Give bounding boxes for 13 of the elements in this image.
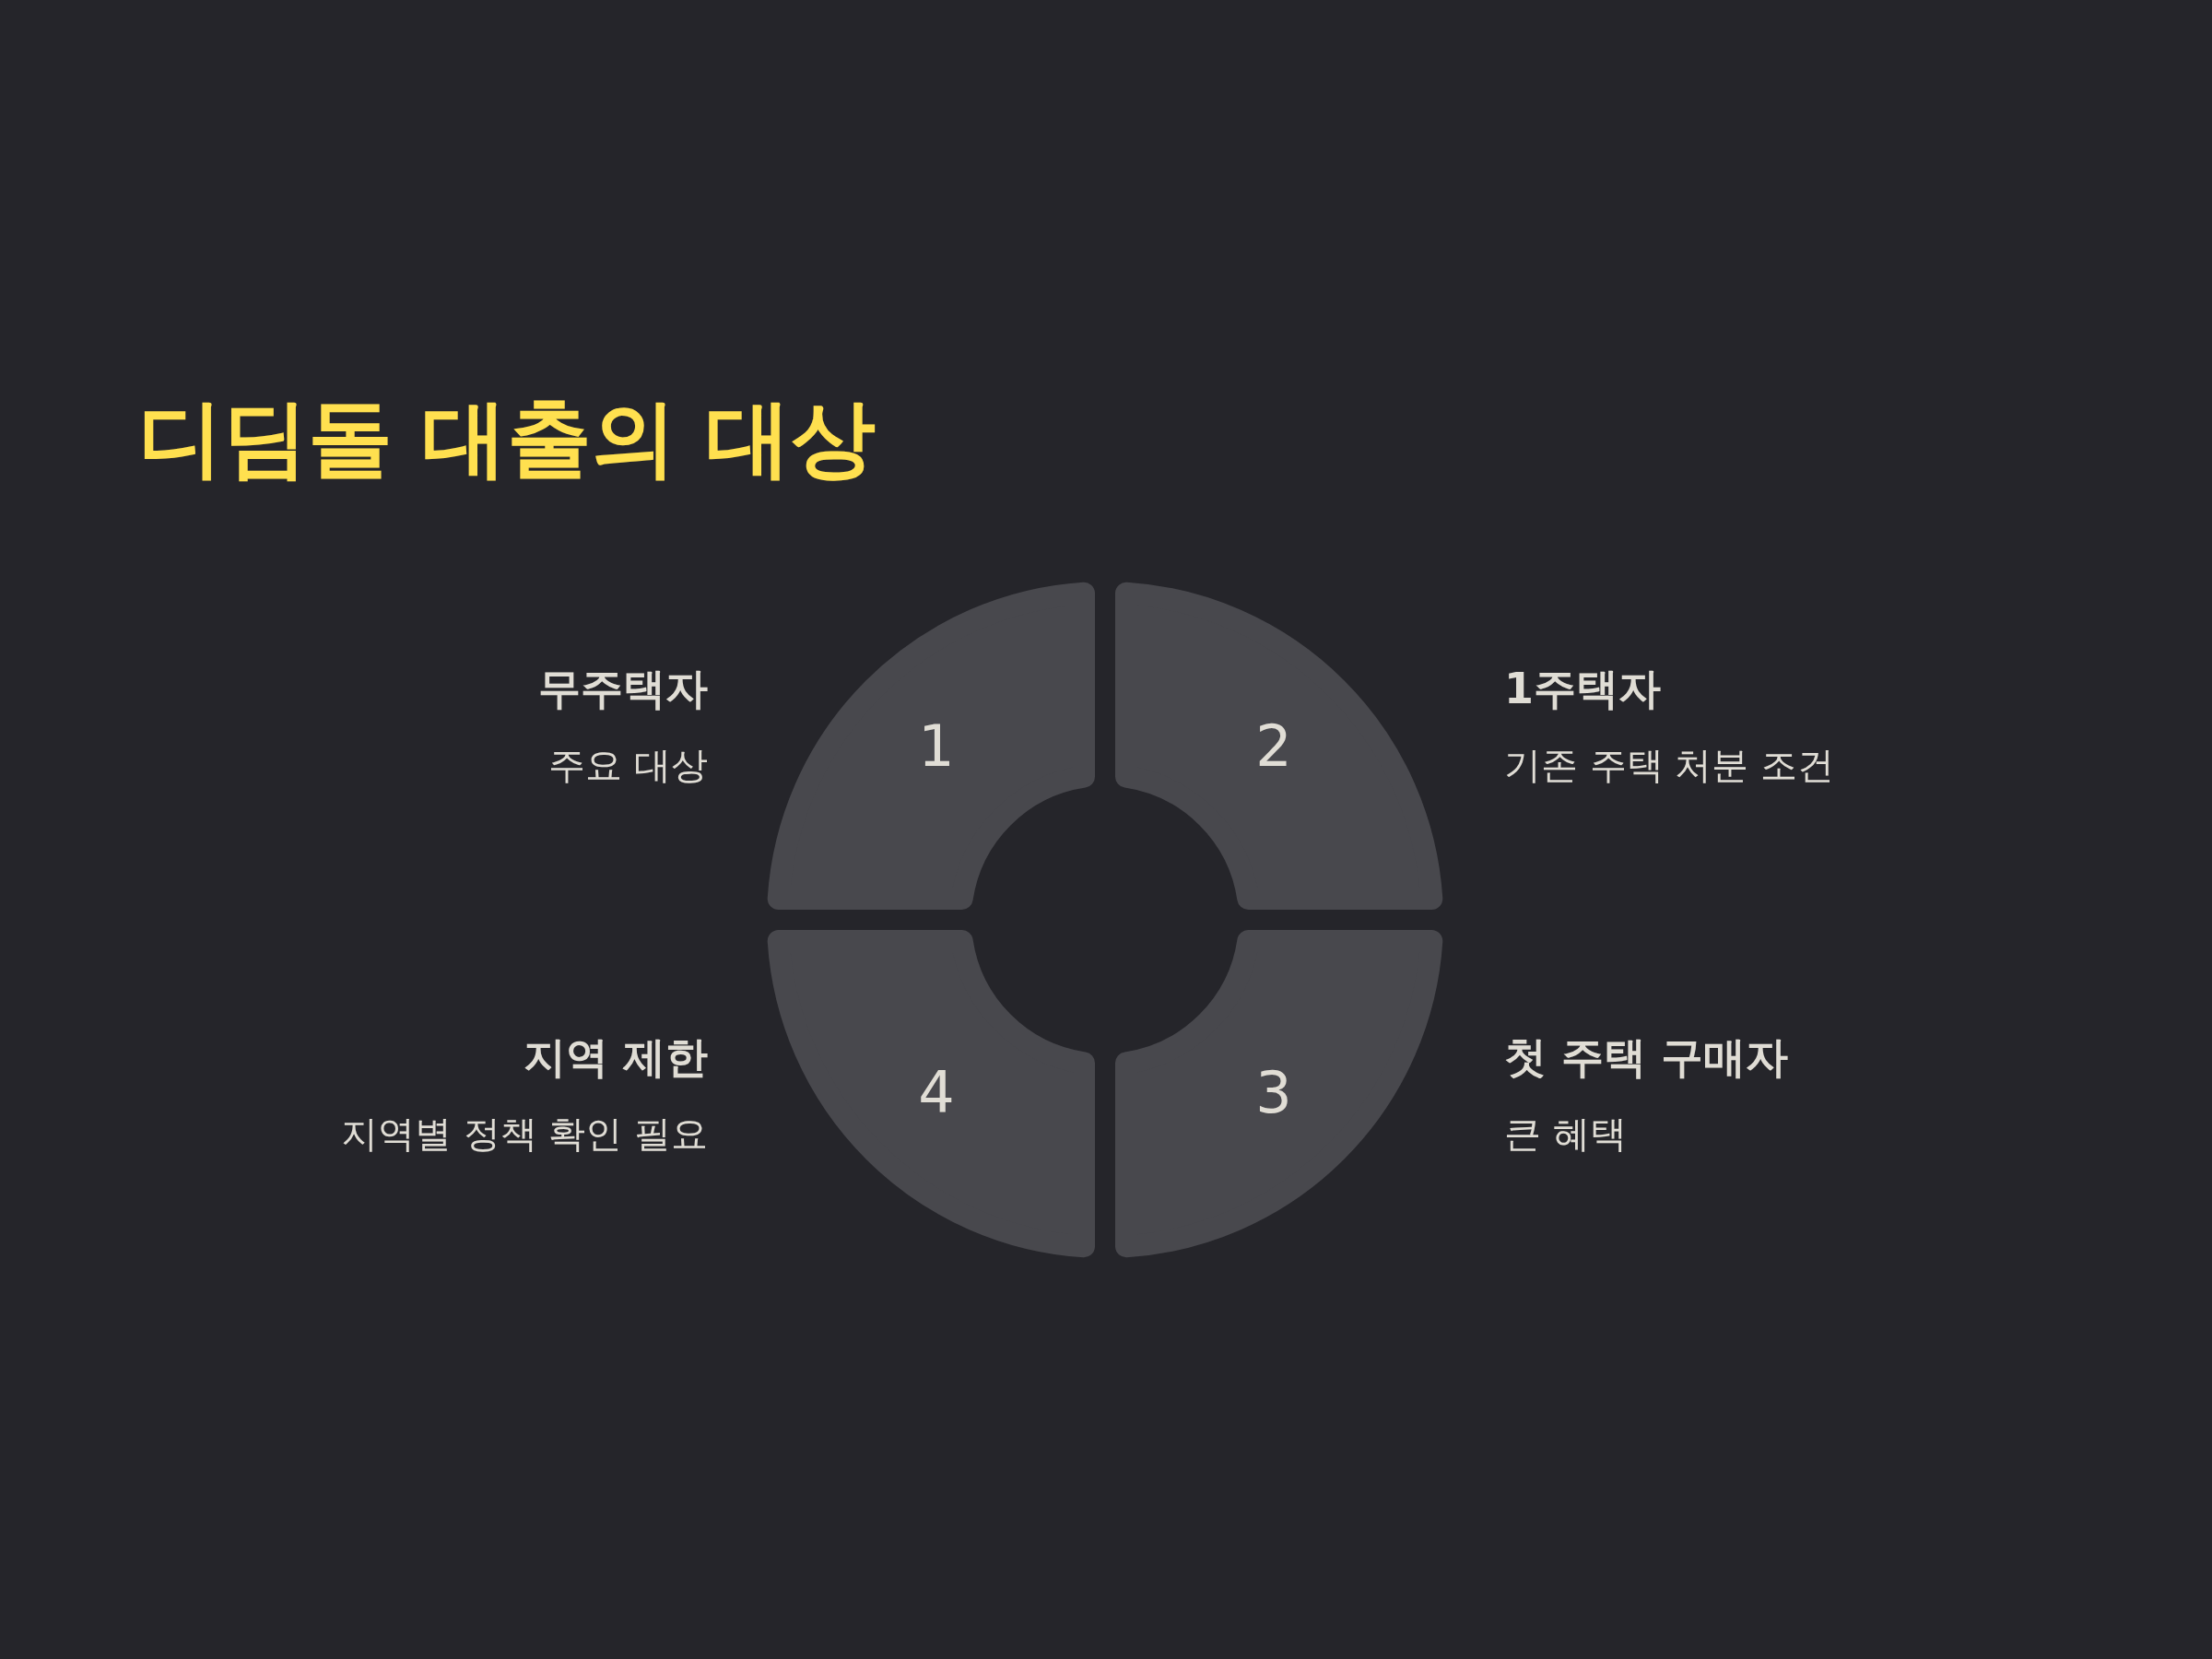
item-heading: 지역 제한 bbox=[524, 1032, 708, 1084]
item-description: 기존 주택 처분 조건 bbox=[1504, 743, 1835, 787]
segment-number: 2 bbox=[1255, 718, 1292, 775]
segment-number: 4 bbox=[918, 1065, 955, 1122]
item-heading: 첫 주택 구매자 bbox=[1504, 1032, 1789, 1084]
item-heading: 1주택자 bbox=[1504, 664, 1661, 715]
item-heading: 무주택자 bbox=[538, 664, 708, 715]
segment-number: 1 bbox=[918, 718, 955, 775]
item-description: 큰 혜택 bbox=[1504, 1112, 1627, 1156]
item-description: 지역별 정책 확인 필요 bbox=[340, 1112, 708, 1156]
item-description: 주요 대상 bbox=[548, 743, 708, 787]
title: 디딤돌 대출의 대상 bbox=[138, 392, 877, 486]
segment-number: 3 bbox=[1255, 1065, 1292, 1122]
